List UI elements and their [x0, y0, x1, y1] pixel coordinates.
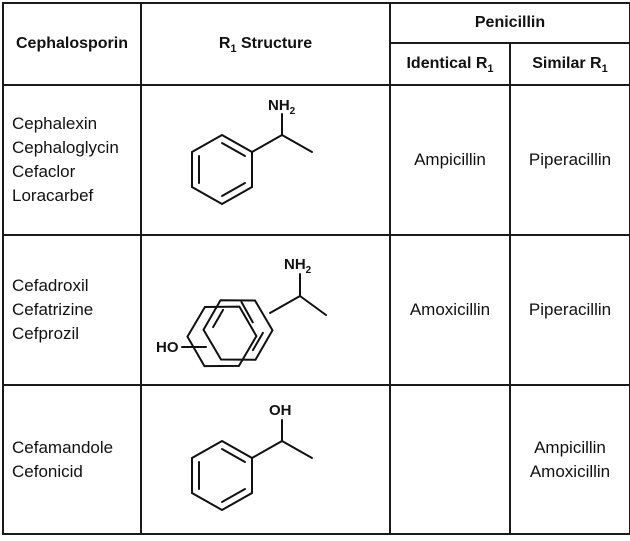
benzene-ring: [191, 133, 253, 206]
phenylglycine-structure: NH2: [191, 97, 313, 206]
r1-structure-cell: OH: [140, 384, 391, 535]
header-identical-main: Identical R: [406, 55, 488, 72]
header-r1-main: R: [218, 35, 231, 52]
ring-to-alpha-carbon-bond: [269, 295, 301, 314]
similar-penicillin: Piperacillin: [509, 84, 630, 236]
table-row: Cefamandole Cefonicid OH Ampicillin Amox: [2, 384, 630, 535]
cephalosporin-list: Cephalexin Cephaloglycin Cefaclor Loraca…: [2, 84, 142, 236]
similar-penicillin: Ampicillin Amoxicillin: [509, 384, 630, 535]
similar-penicillin-name: Ampicillin: [534, 437, 606, 457]
substituent-label: NH2: [284, 256, 312, 276]
cephalosporin-name: Cefaclor: [12, 162, 76, 181]
table-row: Cephalexin Cephaloglycin Cefaclor Loraca…: [2, 84, 630, 236]
subheader-row: Identical R1 Similar R1: [3, 42, 630, 86]
r1-structure-cell: NH2: [140, 84, 391, 236]
aromatic-double-bond: [221, 182, 246, 197]
aromatic-double-bond: [240, 300, 254, 324]
header-penicillin: Penicillin: [389, 2, 630, 44]
identical-penicillin: Ampicillin: [389, 84, 511, 236]
aromatic-double-bond: [251, 331, 264, 352]
alpha-carbon-to-methyl-bond: [281, 440, 313, 459]
header-similar-r1: Similar R1: [509, 42, 630, 86]
cephalosporin-name: Cefonicid: [12, 461, 83, 481]
header-cephalosporin: Cephalosporin: [2, 2, 142, 86]
similar-penicillin: Piperacillin: [509, 234, 630, 386]
cephalosporin-name: Cephaloglycin: [12, 138, 119, 157]
r1-structure-cell: NH2 HO: [140, 234, 391, 386]
substituent-label: NH2: [268, 97, 296, 117]
identical-penicillin: Amoxicillin: [389, 234, 511, 386]
similar-penicillin-name: Piperacillin: [528, 150, 612, 169]
alpha-carbon-to-methyl-bond: [299, 295, 327, 316]
identical-penicillin: [389, 384, 511, 535]
similar-penicillin-name: Amoxicillin: [529, 461, 611, 481]
aromatic-double-bond: [221, 142, 246, 157]
cephalosporin-list: Cefadroxil Cefatrizine Cefprozil: [2, 234, 142, 386]
header-identical-r1: Identical R1: [389, 42, 511, 86]
ring-to-alpha-carbon-bond: [251, 440, 283, 459]
substituent-label: OH: [269, 402, 292, 419]
similar-penicillin-name: Piperacillin: [528, 300, 612, 319]
aromatic-double-bond: [212, 308, 225, 329]
benzene-ring: [186, 305, 258, 368]
cephalosporin-name: Cefprozil: [12, 324, 80, 343]
hydroxyl-label: HO: [156, 339, 179, 356]
header-r1-rest: Structure: [236, 35, 313, 52]
aromatic-double-bond: [221, 488, 246, 503]
cephalosporin-list: Cefamandole Cefonicid: [2, 384, 142, 535]
cephalosporin-name: Cefatrizine: [12, 300, 94, 319]
header-row: Cephalosporin R1 Structure Penicillin: [2, 2, 630, 86]
header-similar-subscript: 1: [601, 63, 608, 75]
cephalosporin-name: Cefamandole: [12, 437, 114, 457]
header-similar-main: Similar R: [532, 55, 602, 72]
cephalosporin-name: Cephalexin: [12, 114, 98, 133]
ring-to-alpha-carbon-bond: [251, 134, 283, 153]
benzene-ring: [191, 439, 253, 512]
header-r1-structure: R1 Structure: [140, 2, 391, 86]
phenol-ring: [202, 299, 274, 361]
hydroxyphenylglycine-structure: NH2 HO: [156, 256, 327, 368]
header-r1-subscript: 1: [230, 43, 237, 55]
cephalosporin-name: Cefadroxil: [12, 276, 89, 295]
aromatic-double-bond: [221, 448, 246, 463]
mandelic-structure: OH: [191, 402, 313, 512]
table-row: Cefadroxil Cefatrizine Cefprozil: [2, 234, 630, 386]
header-identical-subscript: 1: [487, 63, 494, 75]
alpha-carbon-to-methyl-bond: [281, 134, 313, 153]
cephalosporin-name: Loracarbef: [12, 186, 94, 205]
